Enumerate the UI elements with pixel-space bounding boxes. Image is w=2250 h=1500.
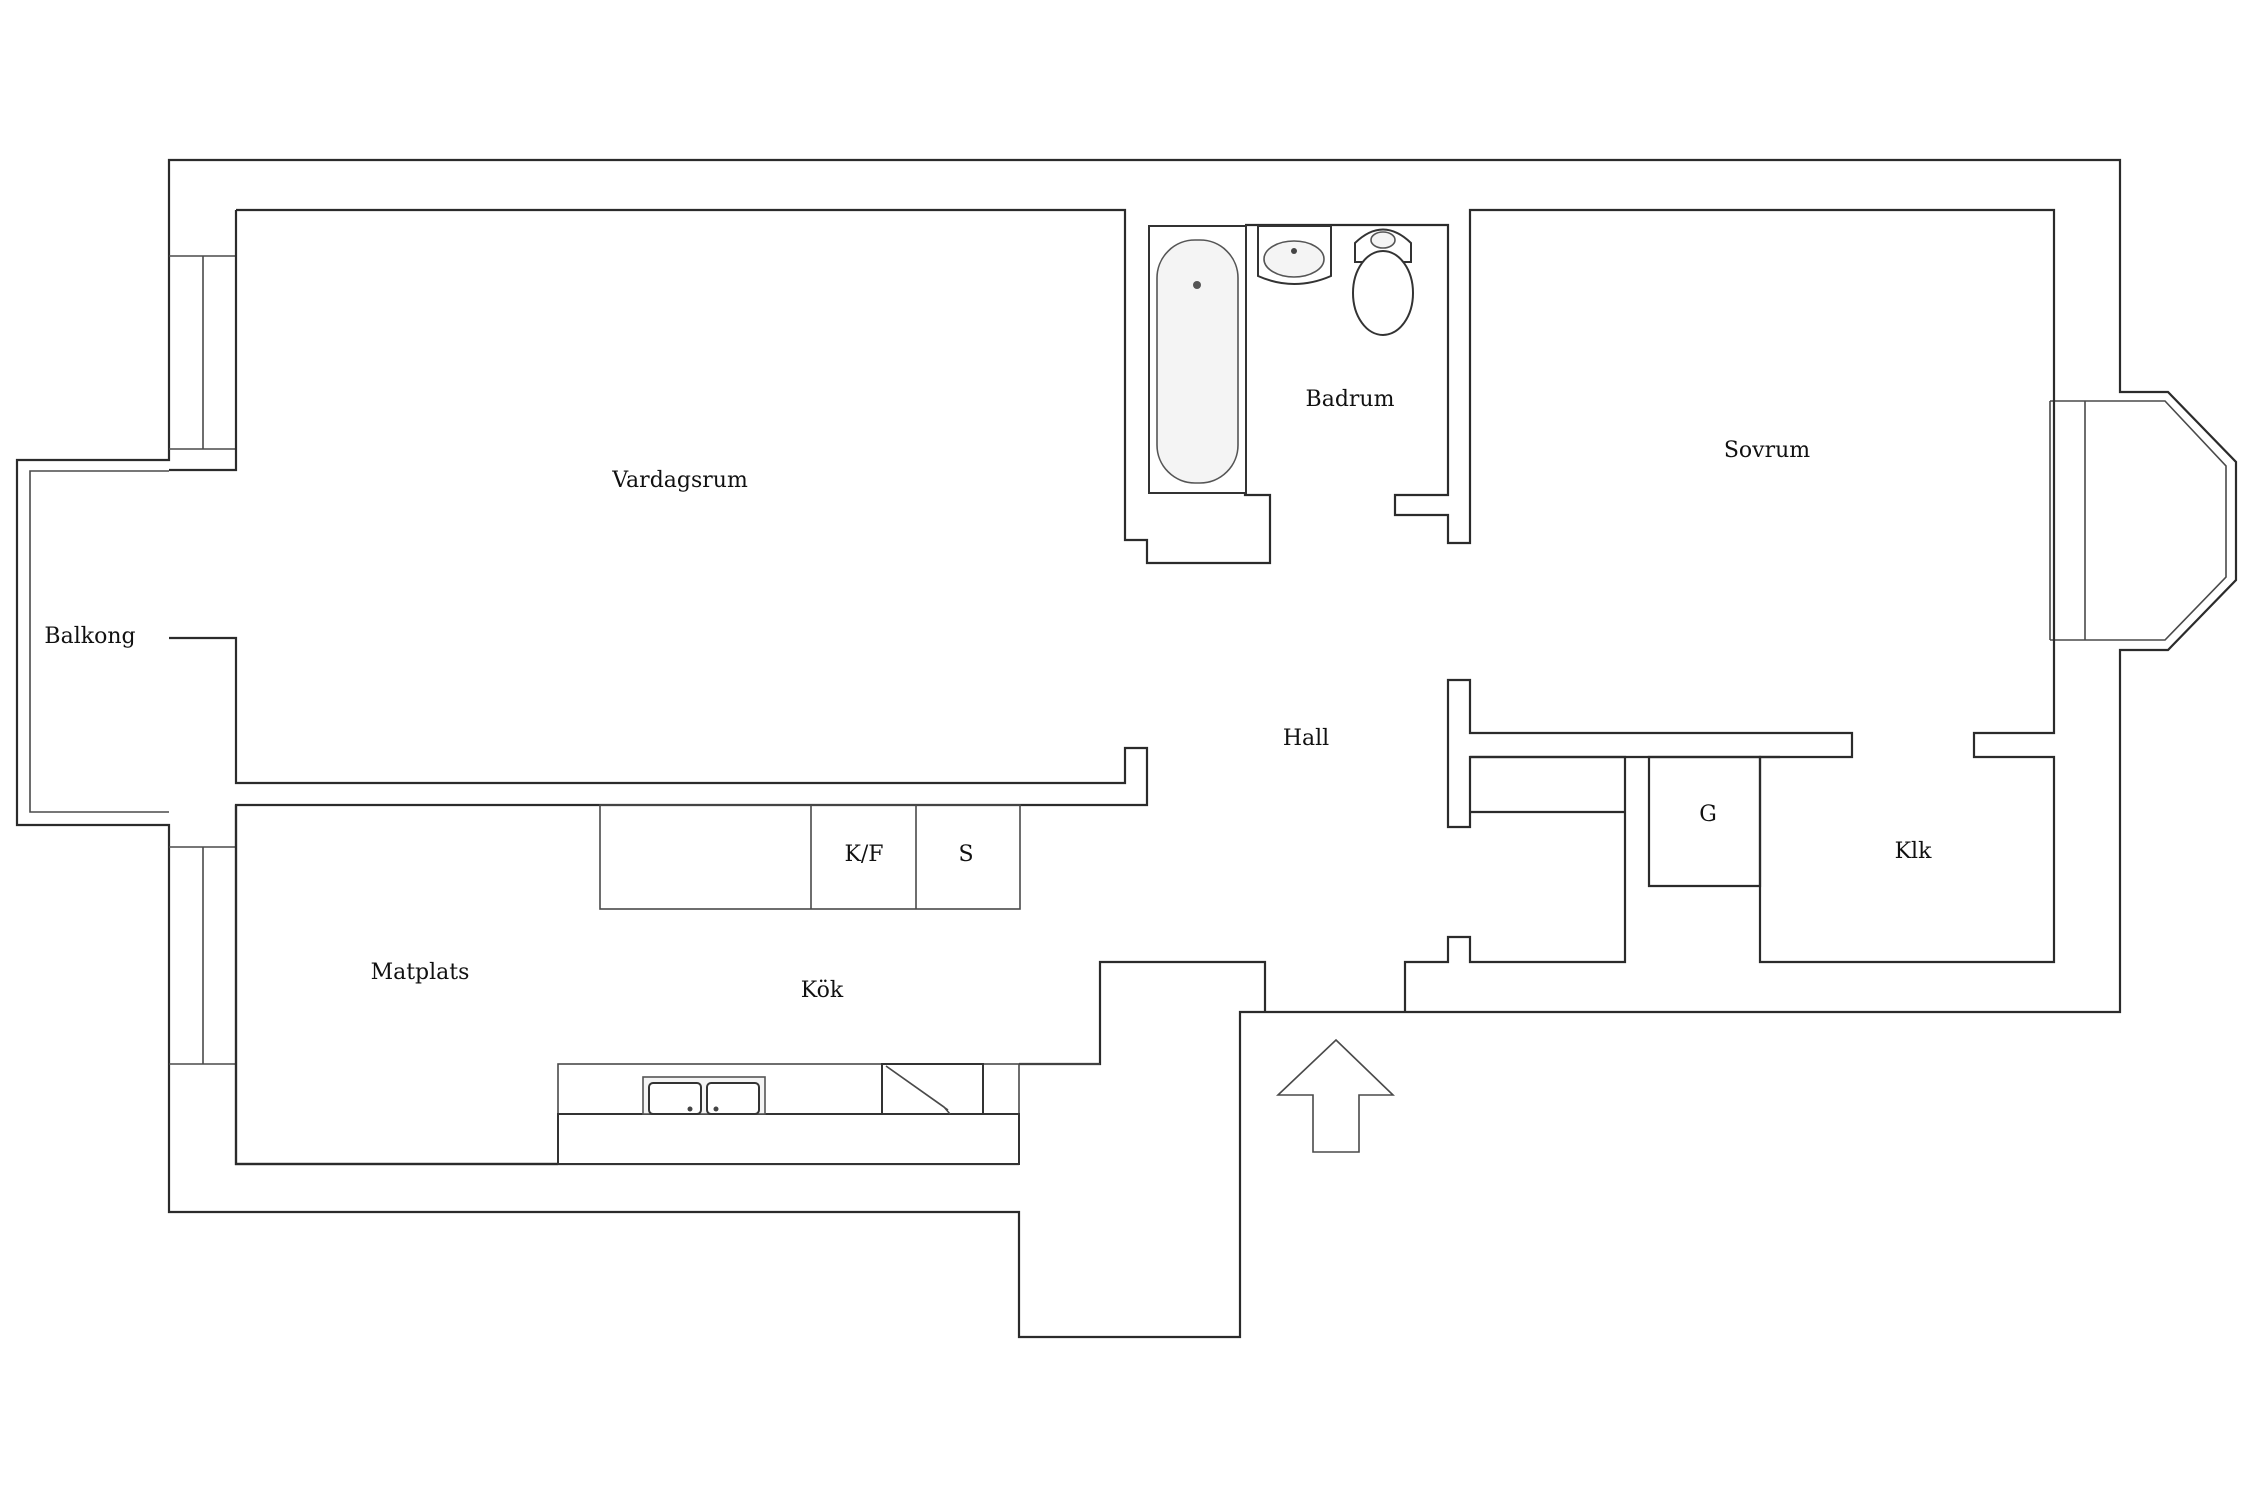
room-label-hall: Hall	[1283, 726, 1329, 751]
bay-window-pane	[2049, 400, 2120, 641]
washbasin-icon	[1257, 225, 1332, 285]
stove-icon	[881, 1063, 984, 1115]
outer-wall	[15, 158, 2238, 1339]
bay-window	[2120, 400, 2227, 641]
hall-walls	[1446, 678, 1854, 829]
bathroom-walls	[1245, 208, 2056, 964]
room-label-badrum: Badrum	[1306, 387, 1395, 412]
room-label-sovrum: Sovrum	[1724, 438, 1810, 463]
label-kf: K/F	[844, 842, 883, 867]
window-left-upper	[169, 255, 236, 450]
room-label-klk: Klk	[1895, 839, 1932, 864]
room-label-balkong: Balkong	[44, 624, 135, 649]
g-closet	[1647, 755, 1762, 888]
room-label-g: G	[1699, 802, 1717, 827]
kitchen-sink-icon	[642, 1076, 766, 1115]
room-label-vardagsrum: Vardagsrum	[611, 468, 748, 493]
room-label-kok: Kök	[801, 978, 844, 1003]
window-left-lower	[169, 846, 236, 1065]
label-s: S	[958, 842, 973, 867]
bathtub-icon	[1148, 225, 1247, 494]
upper-counter	[599, 804, 1021, 910]
lower-counter	[557, 1113, 1020, 1165]
balcony-inner-wall	[29, 470, 169, 813]
toilet-icon	[1352, 228, 1414, 336]
room-label-matplats: Matplats	[371, 960, 470, 985]
living-room-walls	[169, 208, 1272, 1166]
entrance-arrow-icon	[1275, 1038, 1395, 1153]
closet-walls	[1403, 755, 1627, 1012]
